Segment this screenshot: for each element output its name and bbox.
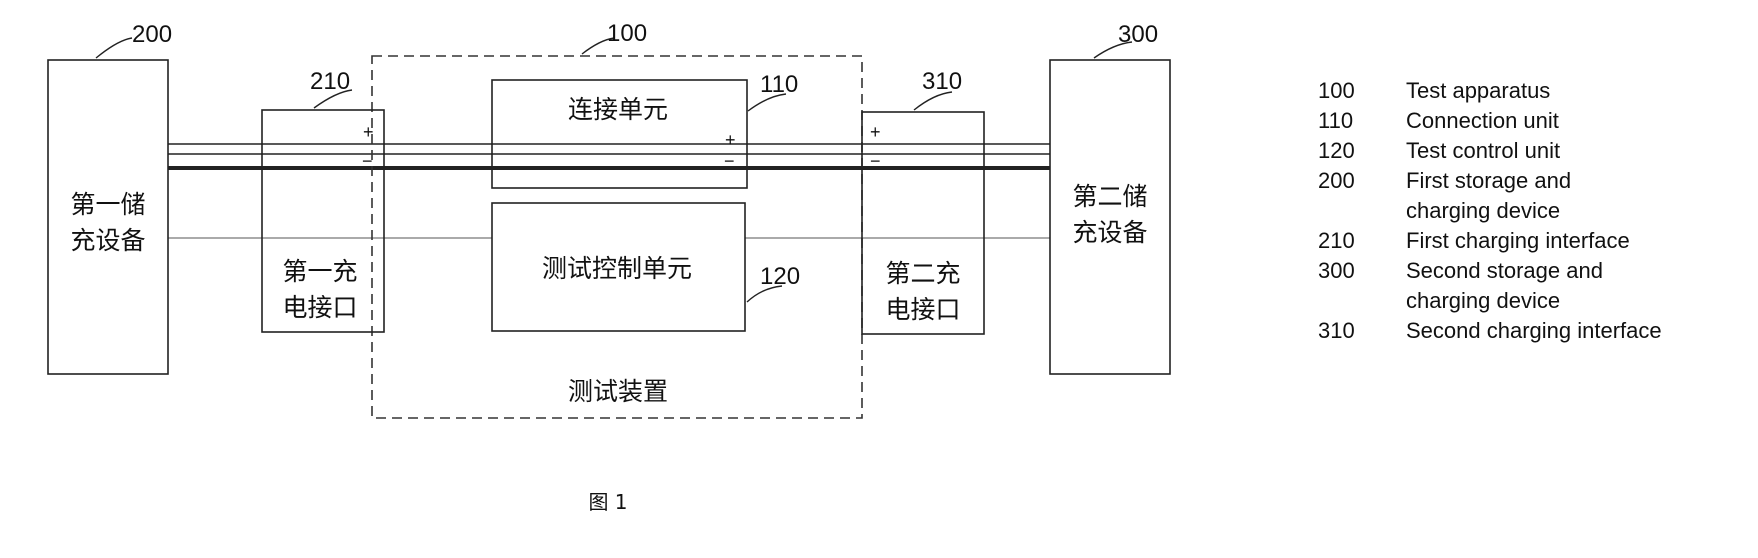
legend-text: First charging interface xyxy=(1406,226,1748,256)
label-line: 第二充 xyxy=(885,259,960,288)
legend-row: 100 Test apparatus xyxy=(1318,76,1748,106)
first-interface-plus-sign: + xyxy=(363,122,374,142)
figure-caption: 图 1 xyxy=(588,490,627,514)
legend-text: First storage and charging device xyxy=(1406,166,1748,226)
test-control-unit: 测试控制单元 xyxy=(492,203,745,331)
connection-unit-plus-sign: + xyxy=(725,130,736,150)
label-line: 电接口 xyxy=(885,295,960,324)
legend-code: 300 xyxy=(1318,256,1406,316)
label-line: 第一充 xyxy=(282,257,357,286)
second-interface-minus-sign: − xyxy=(870,151,881,171)
second-storage-device-box xyxy=(1050,60,1170,374)
connection-unit: 连接单元 + − xyxy=(492,80,747,188)
legend-row: 300 Second storage and charging device xyxy=(1318,256,1748,316)
connection-unit-label: 连接单元 xyxy=(568,95,668,124)
ref-310: 310 xyxy=(922,68,962,95)
first-charging-interface-label: 第一充电接口 xyxy=(282,257,357,322)
legend-text: Second storage and charging device xyxy=(1406,256,1748,316)
second-charging-interface-label: 第二充电接口 xyxy=(885,259,960,324)
label-line: 电接口 xyxy=(282,293,357,322)
leader-200 xyxy=(96,38,132,58)
ref-300: 300 xyxy=(1118,21,1158,48)
connection-unit-minus-sign: − xyxy=(724,151,735,171)
legend-text: Test control unit xyxy=(1406,136,1748,166)
first-interface-minus-sign: − xyxy=(362,151,373,171)
label-line: 充设备 xyxy=(70,226,145,255)
legend-code: 110 xyxy=(1318,106,1406,136)
legend-code: 120 xyxy=(1318,136,1406,166)
legend-text: Second charging interface xyxy=(1406,316,1748,346)
ref-120: 120 xyxy=(760,263,800,290)
legend-row: 110 Connection unit xyxy=(1318,106,1748,136)
legend-text: Test apparatus xyxy=(1406,76,1748,106)
legend-code: 310 xyxy=(1318,316,1406,346)
ref-100: 100 xyxy=(607,20,647,47)
legend-row: 310 Second charging interface xyxy=(1318,316,1748,346)
legend-row: 210 First charging interface xyxy=(1318,226,1748,256)
first-storage-device: 第一储充设备 xyxy=(48,60,168,374)
label-line: 充设备 xyxy=(1072,218,1147,247)
legend-code: 210 xyxy=(1318,226,1406,256)
ref-210: 210 xyxy=(310,68,350,95)
legend-text: Connection unit xyxy=(1406,106,1748,136)
ref-110: 110 xyxy=(760,71,798,98)
legend-row: 120 Test control unit xyxy=(1318,136,1748,166)
legend: 100 Test apparatus 110 Connection unit 1… xyxy=(1318,76,1748,346)
test-control-unit-label: 测试控制单元 xyxy=(542,254,692,283)
label-line: 第一储 xyxy=(70,190,145,219)
legend-code: 100 xyxy=(1318,76,1406,106)
second-storage-device: 第二储充设备 xyxy=(1050,60,1170,374)
legend-code: 200 xyxy=(1318,166,1406,226)
second-interface-plus-sign: + xyxy=(870,122,881,142)
test-apparatus-label: 测试装置 xyxy=(568,377,668,406)
ref-200: 200 xyxy=(132,21,172,48)
second-charging-interface: 第二充电接口 + − xyxy=(862,112,984,334)
label-line: 第二储 xyxy=(1072,182,1147,211)
legend-row: 200 First storage and charging device xyxy=(1318,166,1748,226)
